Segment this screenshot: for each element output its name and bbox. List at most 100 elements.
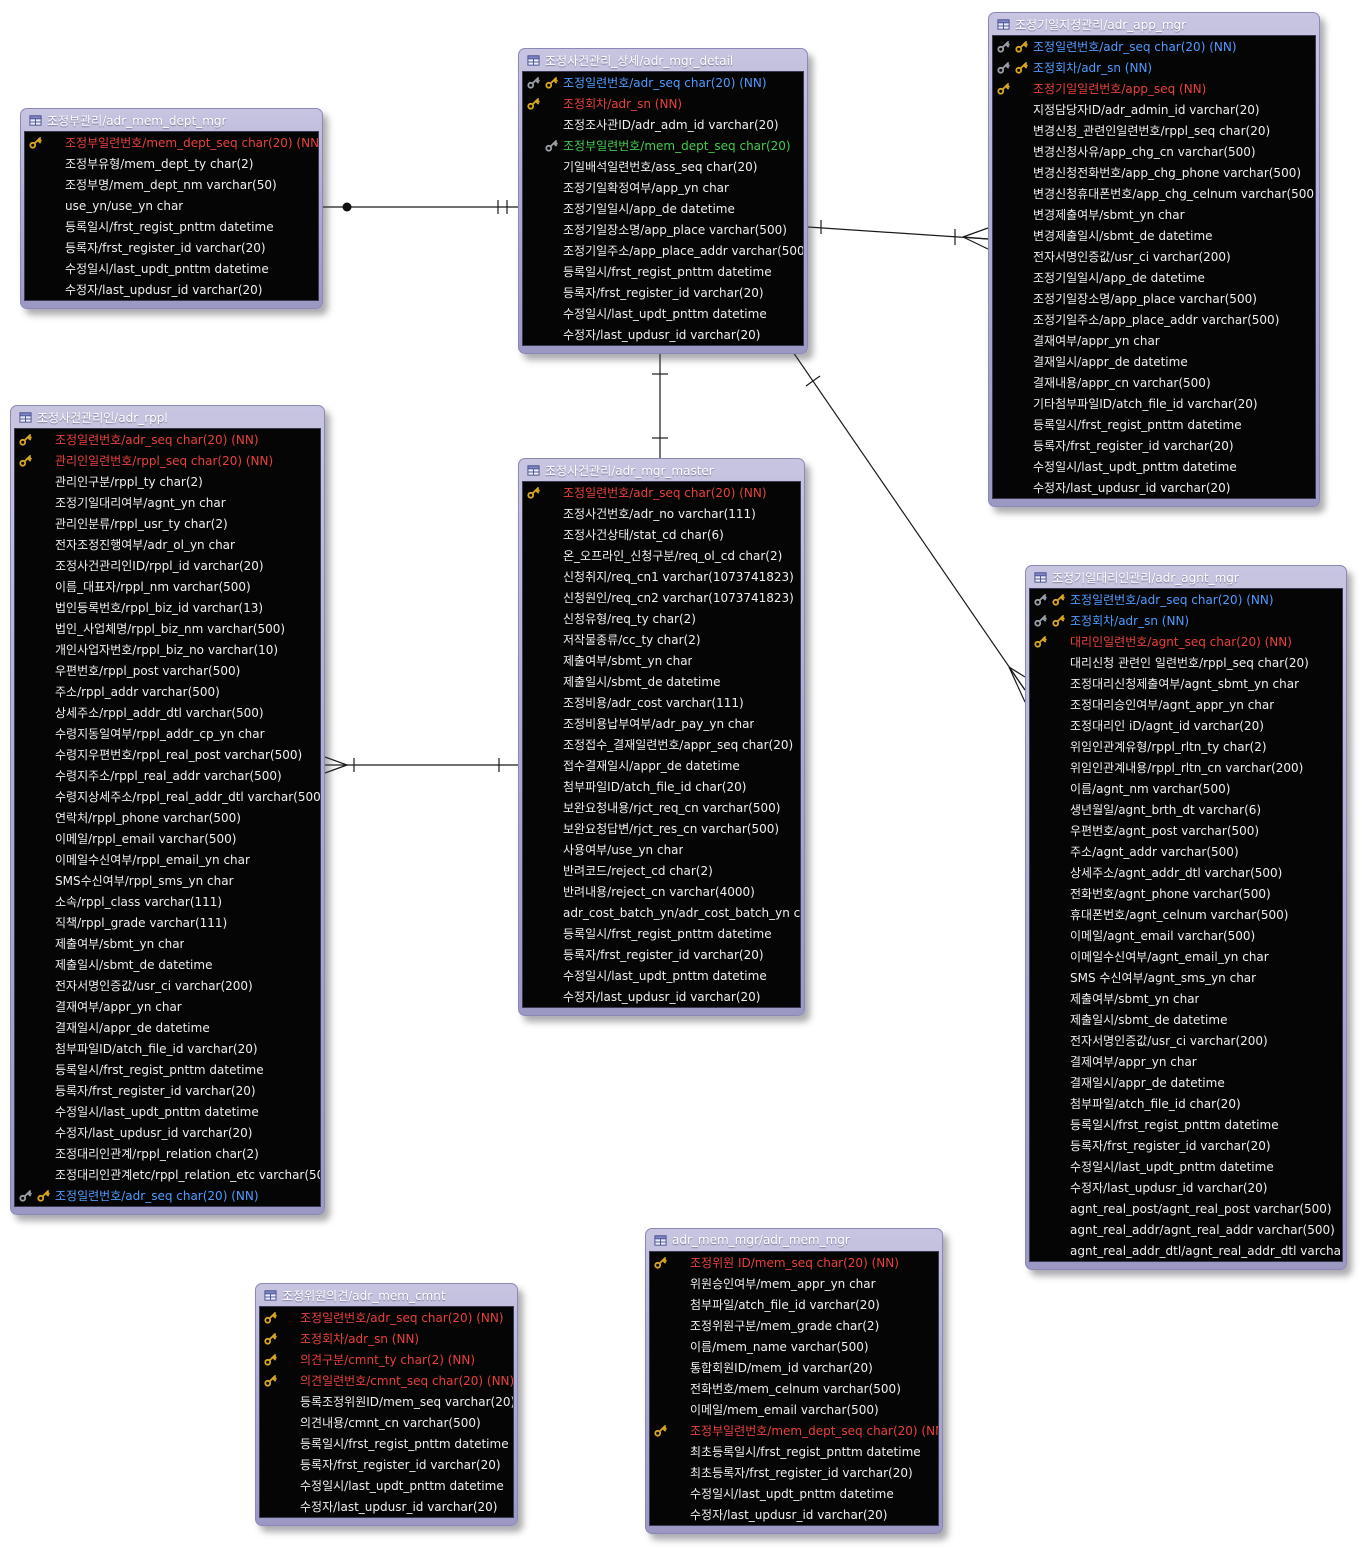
column-row[interactable]: 제출일시/sbmt_de datetime xyxy=(1030,1009,1342,1030)
table-header[interactable]: 조정위원의견/adr_mem_cmnt xyxy=(259,1284,514,1306)
column-row[interactable]: 이메일/mem_email varchar(500) xyxy=(650,1399,938,1420)
column-row[interactable]: 수정일시/last_updt_pnttm datetime xyxy=(993,456,1315,477)
column-row[interactable]: 조정비용/adr_cost varchar(111) xyxy=(523,692,800,713)
column-row[interactable]: 저작물종류/cc_ty char(2) xyxy=(523,629,800,650)
column-row[interactable]: 조정접수_결재일련번호/appr_seq char(20) xyxy=(523,734,800,755)
column-row[interactable]: 이름_대표자/rppl_nm varchar(500) xyxy=(15,576,320,597)
column-row[interactable]: 등록자/frst_register_id varchar(20) xyxy=(260,1454,513,1475)
column-row[interactable]: 결재일시/appr_de datetime xyxy=(15,1017,320,1038)
column-row[interactable]: 연락처/rppl_phone varchar(500) xyxy=(15,807,320,828)
column-row[interactable]: 조정기일장소명/app_place varchar(500) xyxy=(523,219,803,240)
column-row[interactable]: 등록자/frst_register_id varchar(20) xyxy=(15,1080,320,1101)
table-header[interactable]: 조정사건관리_상세/adr_mgr_detail xyxy=(522,49,804,71)
column-row[interactable]: 소속/rppl_class varchar(111) xyxy=(15,891,320,912)
column-row[interactable]: adr_cost_batch_yn/adr_cost_batch_yn char xyxy=(523,902,800,923)
column-row[interactable]: 조정일련번호/adr_seq char(20) (NN) xyxy=(1030,589,1342,610)
column-row[interactable]: 결재일시/appr_de datetime xyxy=(1030,1072,1342,1093)
column-row[interactable]: 조정일련번호/adr_seq char(20) (NN) xyxy=(523,482,800,503)
column-row[interactable]: 조정기일주소/app_place_addr varchar(500) xyxy=(993,309,1315,330)
column-row[interactable]: 관리인일련번호/rppl_seq char(20) (NN) xyxy=(15,450,320,471)
relationship-adr_mgr_detail-adr_app_mgr[interactable] xyxy=(807,220,989,250)
column-row[interactable]: 조정일련번호/adr_seq char(20) (NN) xyxy=(993,36,1315,57)
column-row[interactable]: 변경신청휴대폰번호/app_chg_celnum varchar(500) xyxy=(993,183,1315,204)
column-row[interactable]: 변경신청전화번호/app_chg_phone varchar(500) xyxy=(993,162,1315,183)
column-row[interactable]: 조정조사관ID/adr_adm_id varchar(20) xyxy=(523,114,803,135)
column-row[interactable]: 상세주소/rppl_addr_dtl varchar(500) xyxy=(15,702,320,723)
column-row[interactable]: 등록일시/frst_regist_pnttm datetime xyxy=(15,1059,320,1080)
relationship-adr_mgr_master-adr_rppl[interactable] xyxy=(324,756,518,774)
column-row[interactable]: 의견구분/cmnt_ty char(2) (NN) xyxy=(260,1349,513,1370)
column-row[interactable]: 사용여부/use_yn char xyxy=(523,839,800,860)
column-row[interactable]: 제출일시/sbmt_de datetime xyxy=(523,671,800,692)
column-row[interactable]: 전자서명인증값/usr_ci varchar(200) xyxy=(993,246,1315,267)
column-row[interactable]: 반려내용/reject_cn varchar(4000) xyxy=(523,881,800,902)
column-row[interactable]: 조정회차/adr_sn (NN) xyxy=(260,1328,513,1349)
column-row[interactable]: 수정자/last_updusr_id varchar(20) xyxy=(260,1496,513,1517)
column-row[interactable]: 온_오프라인_신청구분/req_ol_cd char(2) xyxy=(523,545,800,566)
column-row[interactable]: 신청취지/req_cn1 varchar(1073741823) xyxy=(523,566,800,587)
column-row[interactable]: 제출여부/sbmt_yn char xyxy=(523,650,800,671)
table-header[interactable]: 조정사건관리인/adr_rppl xyxy=(14,406,321,428)
column-row[interactable]: 수정자/last_updusr_id varchar(20) xyxy=(523,324,803,345)
column-row[interactable]: 휴대폰번호/agnt_celnum varchar(500) xyxy=(1030,904,1342,925)
column-row[interactable]: 변경신청사유/app_chg_cn varchar(500) xyxy=(993,141,1315,162)
column-row[interactable]: 조정기일주소/app_place_addr varchar(500) xyxy=(523,240,803,261)
column-row[interactable]: 신청유형/req_ty char(2) xyxy=(523,608,800,629)
column-row[interactable]: agnt_real_addr/agnt_real_addr varchar(50… xyxy=(1030,1219,1342,1240)
column-row[interactable]: 전화번호/mem_celnum varchar(500) xyxy=(650,1378,938,1399)
column-row[interactable]: 전화번호/agnt_phone varchar(500) xyxy=(1030,883,1342,904)
column-row[interactable]: 조정위원 ID/mem_seq char(20) (NN) xyxy=(650,1252,938,1273)
column-row[interactable]: 직책/rppl_grade varchar(111) xyxy=(15,912,320,933)
column-row[interactable]: 조정기일일시/app_de datetime xyxy=(993,267,1315,288)
column-row[interactable]: 첨부파일/atch_file_id varchar(20) xyxy=(650,1294,938,1315)
table-header[interactable]: 조정부관리/adr_mem_dept_mgr xyxy=(24,109,319,131)
column-row[interactable]: 의견일련번호/cmnt_seq char(20) (NN) xyxy=(260,1370,513,1391)
column-row[interactable]: SMS 수신여부/agnt_sms_yn char xyxy=(1030,967,1342,988)
column-row[interactable]: 이메일수신여부/agnt_email_yn char xyxy=(1030,946,1342,967)
column-row[interactable]: 조정부유형/mem_dept_ty char(2) xyxy=(25,153,318,174)
column-row[interactable]: 이름/mem_name varchar(500) xyxy=(650,1336,938,1357)
table-adr_rppl[interactable]: 조정사건관리인/adr_rppl 조정일련번호/adr_seq char(20) … xyxy=(10,405,325,1215)
column-row[interactable]: 조정회차/adr_sn (NN) xyxy=(1030,610,1342,631)
column-row[interactable]: 통합회원ID/mem_id varchar(20) xyxy=(650,1357,938,1378)
column-row[interactable]: 우편번호/agnt_post varchar(500) xyxy=(1030,820,1342,841)
column-row[interactable]: 관리인구분/rppl_ty char(2) xyxy=(15,471,320,492)
column-row[interactable]: 생년월일/agnt_brth_dt varchar(6) xyxy=(1030,799,1342,820)
column-row[interactable]: 등록일시/frst_regist_pnttm datetime xyxy=(25,216,318,237)
column-row[interactable]: 이메일/rppl_email varchar(500) xyxy=(15,828,320,849)
column-row[interactable]: 조정기일일시/app_de datetime xyxy=(523,198,803,219)
column-row[interactable]: 변경제출일시/sbmt_de datetime xyxy=(993,225,1315,246)
column-row[interactable]: 수정자/last_updusr_id varchar(20) xyxy=(523,986,800,1007)
column-row[interactable]: 법인등록번호/rppl_biz_id varchar(13) xyxy=(15,597,320,618)
column-row[interactable]: SMS수신여부/rppl_sms_yn char xyxy=(15,870,320,891)
column-row[interactable]: 등록일시/frst_regist_pnttm datetime xyxy=(523,261,803,282)
column-row[interactable]: 주소/rppl_addr varchar(500) xyxy=(15,681,320,702)
column-row[interactable]: 기타첨부파일ID/atch_file_id varchar(20) xyxy=(993,393,1315,414)
column-row[interactable]: 수정자/last_updusr_id varchar(20) xyxy=(1030,1177,1342,1198)
column-row[interactable]: agnt_real_addr_dtl/agnt_real_addr_dtl va… xyxy=(1030,1240,1342,1261)
column-row[interactable]: 등록자/frst_register_id varchar(20) xyxy=(1030,1135,1342,1156)
column-row[interactable]: 조정부일련번호/mem_dept_seq char(20) xyxy=(523,135,803,156)
column-row[interactable]: 조정대리인관계etc/rppl_relation_etc varchar(50) xyxy=(15,1164,320,1185)
column-row[interactable]: 조정기일대리여부/agnt_yn char xyxy=(15,492,320,513)
column-row[interactable]: 첨부파일/atch_file_id char(20) xyxy=(1030,1093,1342,1114)
column-row[interactable]: 대리인일련번호/agnt_seq char(20) (NN) xyxy=(1030,631,1342,652)
column-row[interactable]: use_yn/use_yn char xyxy=(25,195,318,216)
column-row[interactable]: 결제여부/appr_yn char xyxy=(1030,1051,1342,1072)
column-row[interactable]: 조정부일련번호/mem_dept_seq char(20) (NN) xyxy=(650,1420,938,1441)
column-row[interactable]: 조정부명/mem_dept_nm varchar(50) xyxy=(25,174,318,195)
column-row[interactable]: 조정사건관리인ID/rppl_id varchar(20) xyxy=(15,555,320,576)
column-row[interactable]: 이름/agnt_nm varchar(500) xyxy=(1030,778,1342,799)
column-row[interactable]: 변경신청_관련인일련번호/rppl_seq char(20) xyxy=(993,120,1315,141)
column-row[interactable]: 조정일련번호/adr_seq char(20) (NN) xyxy=(15,1185,320,1206)
column-row[interactable]: 위임인관계유형/rppl_rltn_ty char(2) xyxy=(1030,736,1342,757)
column-row[interactable]: 조정일련번호/adr_seq char(20) (NN) xyxy=(260,1307,513,1328)
column-row[interactable]: 등록자/frst_register_id varchar(20) xyxy=(25,237,318,258)
column-row[interactable]: 수정일시/last_updt_pnttm datetime xyxy=(650,1483,938,1504)
column-row[interactable]: 기일배석일련번호/ass_seq char(20) xyxy=(523,156,803,177)
column-row[interactable]: 등록일시/frst_regist_pnttm datetime xyxy=(523,923,800,944)
relationship-adr_mem_dept_mgr-adr_mgr_detail[interactable] xyxy=(323,200,518,214)
